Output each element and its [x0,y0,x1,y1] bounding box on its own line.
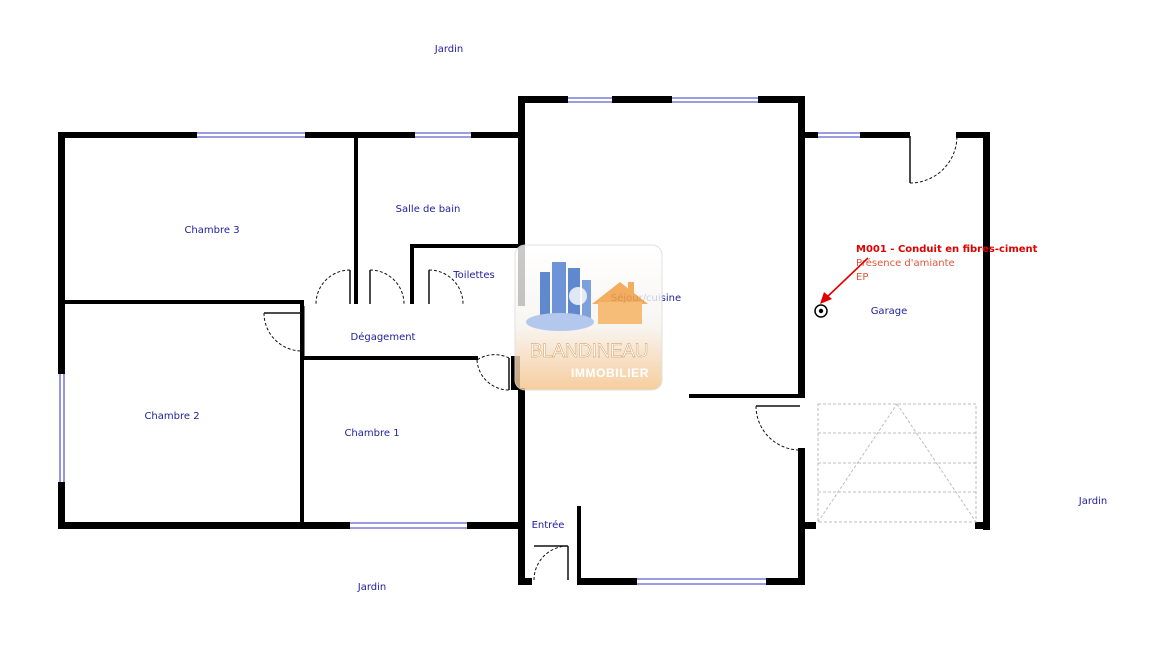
label-salle-de-bain: Salle de bain [396,204,461,215]
label-toilettes: Toilettes [452,270,494,281]
label-entree: Entrée [532,519,565,531]
label-jardin-right: Jardin [1078,496,1107,507]
label-garage: Garage [871,306,908,317]
marker-arrow-head [820,292,832,304]
buildings-icon [526,262,594,331]
logo-watermark: BLANDINEAU IMMOBILIER [514,244,663,391]
label-chambre-2: Chambre 2 [144,411,199,422]
garage-door-ramp [817,403,977,523]
label-jardin-bottom: Jardin [357,582,386,593]
label-degagement: Dégagement [351,331,416,343]
logo-sub: IMMOBILIER [571,366,649,380]
doors [263,135,958,581]
marker-arrow-line [825,257,869,299]
windows [59,97,860,585]
marker-code: M001 - Conduit en fibres-ciment [856,244,1038,255]
asbestos-marker: M001 - Conduit en fibres-ciment Présence… [814,244,1038,318]
label-jardin-top: Jardin [434,44,463,55]
house-icon [592,282,648,324]
room-labels: Jardin Chambre 3 Salle de bain Toilettes… [144,44,1107,593]
walls [58,96,990,585]
marker-line-1: Présence d'amiante [856,257,955,269]
marker-line-2: EP [856,272,868,283]
label-chambre-1: Chambre 1 [344,428,399,439]
label-chambre-3: Chambre 3 [184,225,239,236]
logo-brand: BLANDINEAU [530,341,648,362]
